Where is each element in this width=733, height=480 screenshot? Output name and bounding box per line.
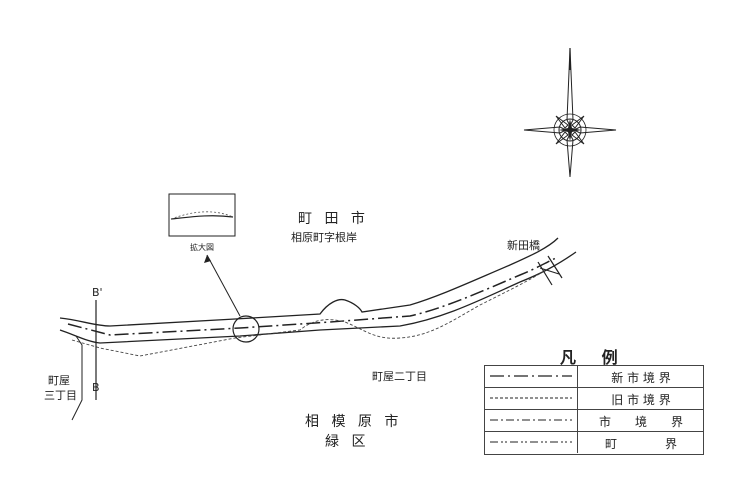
magnifier-circle xyxy=(232,315,260,343)
inset-boundary-line xyxy=(170,211,234,220)
legend-row-town: 町 界 xyxy=(485,432,703,454)
enlarged-view-label: 拡大図 xyxy=(190,243,214,252)
legend-row-city: 市 境 界 xyxy=(485,410,703,432)
old-city-boundary-line xyxy=(71,269,547,357)
enlarged-view-box xyxy=(168,193,236,237)
midori-ward-label: 緑 区 xyxy=(325,434,370,450)
machiya-2chome-label: 町屋二丁目 xyxy=(372,370,427,383)
magnifier-pointer xyxy=(206,254,241,317)
machiya-3chome-label-a: 町屋 xyxy=(48,374,70,387)
magnifier-arrowhead xyxy=(204,255,211,263)
inset-road-line xyxy=(170,215,234,220)
legend-label: 町 界 xyxy=(604,437,677,451)
sagamihara-city-label: 相 模 原 市 xyxy=(305,414,403,430)
legend-label: 旧 市 境 界 xyxy=(611,393,671,407)
legend-title: 凡 例 xyxy=(560,348,628,367)
legend-label: 市 境 界 xyxy=(598,415,683,429)
shindenbashi-label: 新田橋 xyxy=(507,239,540,252)
legend-row-new-city: 新 市 境 界 xyxy=(485,366,703,388)
bridge-cross xyxy=(539,267,560,275)
machiya-3chome-label-b: 三丁目 xyxy=(44,389,77,402)
compass-rose-icon xyxy=(523,47,617,178)
machida-city-label: 町 田 市 xyxy=(298,211,369,227)
aihara-negishi-label: 相原町字根岸 xyxy=(291,231,357,244)
new-city-boundary-line xyxy=(67,257,557,336)
bridge-symbol xyxy=(537,255,563,286)
road-lower-edge xyxy=(59,251,577,344)
legend-label: 新 市 境 界 xyxy=(611,371,671,385)
legend: 新 市 境 界 旧 市 境 界 市 境 界 町 界 xyxy=(484,365,704,455)
road-upper-edge xyxy=(59,237,559,327)
section-b-prime-label: B' xyxy=(92,286,103,299)
legend-row-old-city: 旧 市 境 界 xyxy=(485,388,703,410)
town-boundary-left xyxy=(71,335,83,421)
section-b-label: B xyxy=(92,381,100,394)
